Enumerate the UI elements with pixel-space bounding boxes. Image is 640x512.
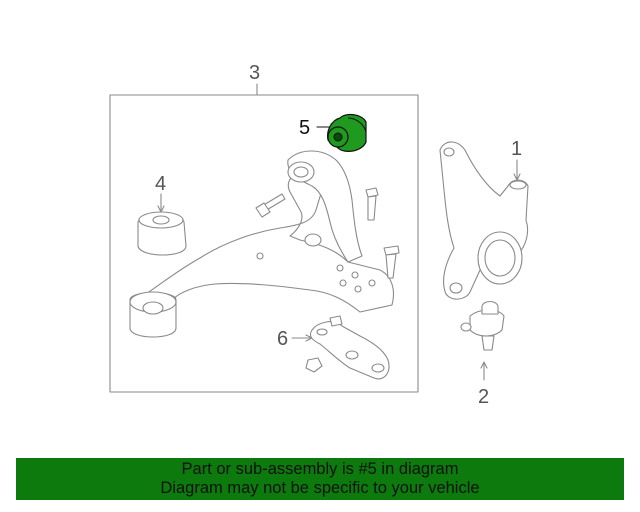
callout-1: 1 [511,138,522,160]
assembly-box [109,94,419,393]
callout-2: 2 [478,386,489,408]
lower-control-arm [129,150,395,338]
callout-4: 4 [155,173,166,195]
arm-bolt-1 [255,193,286,218]
bushing-part-5-highlighted [327,113,367,152]
ball-joint-part-2 [460,300,505,351]
info-banner: Part or sub-assembly is #5 in diagram Di… [16,458,624,500]
callout-5: 5 [299,117,310,139]
steering-knuckle-part-1 [439,141,529,300]
bracket-part-6 [305,315,390,380]
banner-line-1: Part or sub-assembly is #5 in diagram [181,460,459,478]
callout-6: 6 [277,328,288,350]
info-banner-bg [16,458,624,500]
arm-bolt-3 [383,245,400,279]
bushing-part-4 [137,211,187,256]
callout-2-arrow [480,361,488,369]
callout-3: 3 [249,62,260,84]
arm-bolt-2 [365,187,379,221]
banner-line-2: Diagram may not be specific to your vehi… [160,479,480,497]
